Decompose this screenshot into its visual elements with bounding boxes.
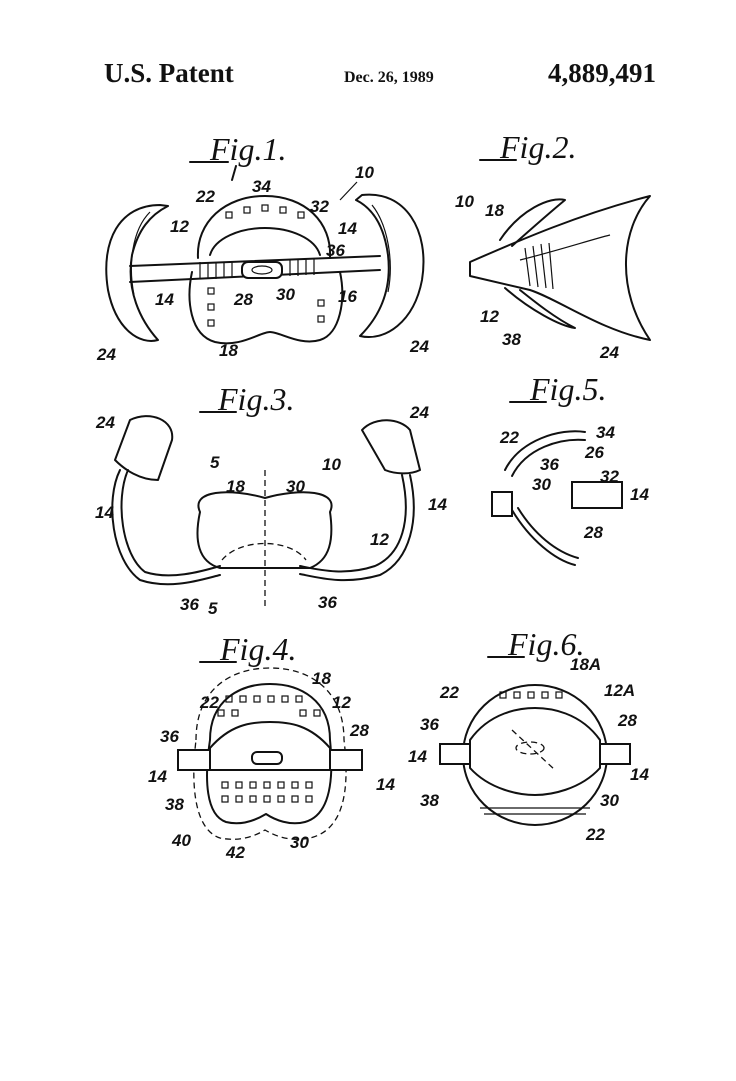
ref-14: 14 bbox=[630, 765, 649, 784]
ref-12: 12 bbox=[370, 530, 389, 549]
ref-12a: 12A bbox=[604, 681, 635, 700]
ref-14: 14 bbox=[148, 767, 167, 786]
ref-14: 14 bbox=[95, 503, 114, 522]
ref-10: 10 bbox=[322, 455, 341, 474]
ref-18: 18 bbox=[312, 669, 331, 688]
ref-22: 22 bbox=[585, 825, 605, 844]
ref-30: 30 bbox=[290, 833, 309, 852]
ref-22: 22 bbox=[195, 187, 215, 206]
figure-2: Fig.2. 10 18 12 38 24 bbox=[455, 129, 650, 362]
ref-16: 16 bbox=[338, 287, 357, 306]
ref-18: 18 bbox=[485, 201, 504, 220]
ref-5: 5 bbox=[210, 453, 220, 472]
ref-22: 22 bbox=[499, 428, 519, 447]
figure-5: Fig.5. 22 34 26 36 32 30 14 28 bbox=[492, 371, 649, 565]
ref-28: 28 bbox=[233, 290, 253, 309]
ref-14: 14 bbox=[428, 495, 447, 514]
ref-24: 24 bbox=[409, 337, 429, 356]
ref-18: 18 bbox=[219, 341, 238, 360]
ref-22: 22 bbox=[199, 693, 219, 712]
ref-28: 28 bbox=[617, 711, 637, 730]
ref-38: 38 bbox=[420, 791, 439, 810]
ref-10: 10 bbox=[455, 192, 474, 211]
figure-6: Fig.6. 18A 22 12A 28 36 14 14 38 30 22 bbox=[408, 626, 649, 844]
figure-1: Fig.1. bbox=[96, 131, 429, 364]
ref-28: 28 bbox=[349, 721, 369, 740]
ref-36: 36 bbox=[180, 595, 199, 614]
ref-12: 12 bbox=[170, 217, 189, 236]
ref-14: 14 bbox=[630, 485, 649, 504]
ref-22: 22 bbox=[439, 683, 459, 702]
figure-3: Fig.3. 5 5 24 24 10 18 30 14 14 12 36 bbox=[95, 381, 447, 618]
ref-38: 38 bbox=[502, 330, 521, 349]
ref-36: 36 bbox=[540, 455, 559, 474]
ref-30: 30 bbox=[276, 285, 295, 304]
ref-30: 30 bbox=[532, 475, 551, 494]
ref-36: 36 bbox=[420, 715, 439, 734]
ref-5: 5 bbox=[208, 599, 218, 618]
ref-36: 36 bbox=[326, 241, 345, 260]
ref-14: 14 bbox=[338, 219, 357, 238]
ref-40: 40 bbox=[171, 831, 191, 850]
ref-18: 18 bbox=[226, 477, 245, 496]
ref-10: 10 bbox=[355, 163, 374, 182]
ref-14: 14 bbox=[376, 775, 395, 794]
ref-32: 32 bbox=[600, 467, 619, 486]
ref-12: 12 bbox=[480, 307, 499, 326]
ref-34: 34 bbox=[596, 423, 615, 442]
ref-30: 30 bbox=[600, 791, 619, 810]
ref-14: 14 bbox=[408, 747, 427, 766]
ref-26: 26 bbox=[584, 443, 604, 462]
ref-32: 32 bbox=[310, 197, 329, 216]
ref-18a: 18A bbox=[570, 655, 601, 674]
ref-30: 30 bbox=[286, 477, 305, 496]
ref-28: 28 bbox=[583, 523, 603, 542]
ref-38: 38 bbox=[165, 795, 184, 814]
ref-42: 42 bbox=[225, 843, 245, 862]
ref-34: 34 bbox=[252, 177, 271, 196]
ref-24: 24 bbox=[96, 345, 116, 364]
ref-36: 36 bbox=[318, 593, 337, 612]
ref-12: 12 bbox=[332, 693, 351, 712]
figure-4: Fig.4. 18 22 12 28 bbox=[148, 631, 395, 862]
ref-24: 24 bbox=[95, 413, 115, 432]
ref-24: 24 bbox=[409, 403, 429, 422]
ref-24: 24 bbox=[599, 343, 619, 362]
ref-14: 14 bbox=[155, 290, 174, 309]
ref-36: 36 bbox=[160, 727, 179, 746]
